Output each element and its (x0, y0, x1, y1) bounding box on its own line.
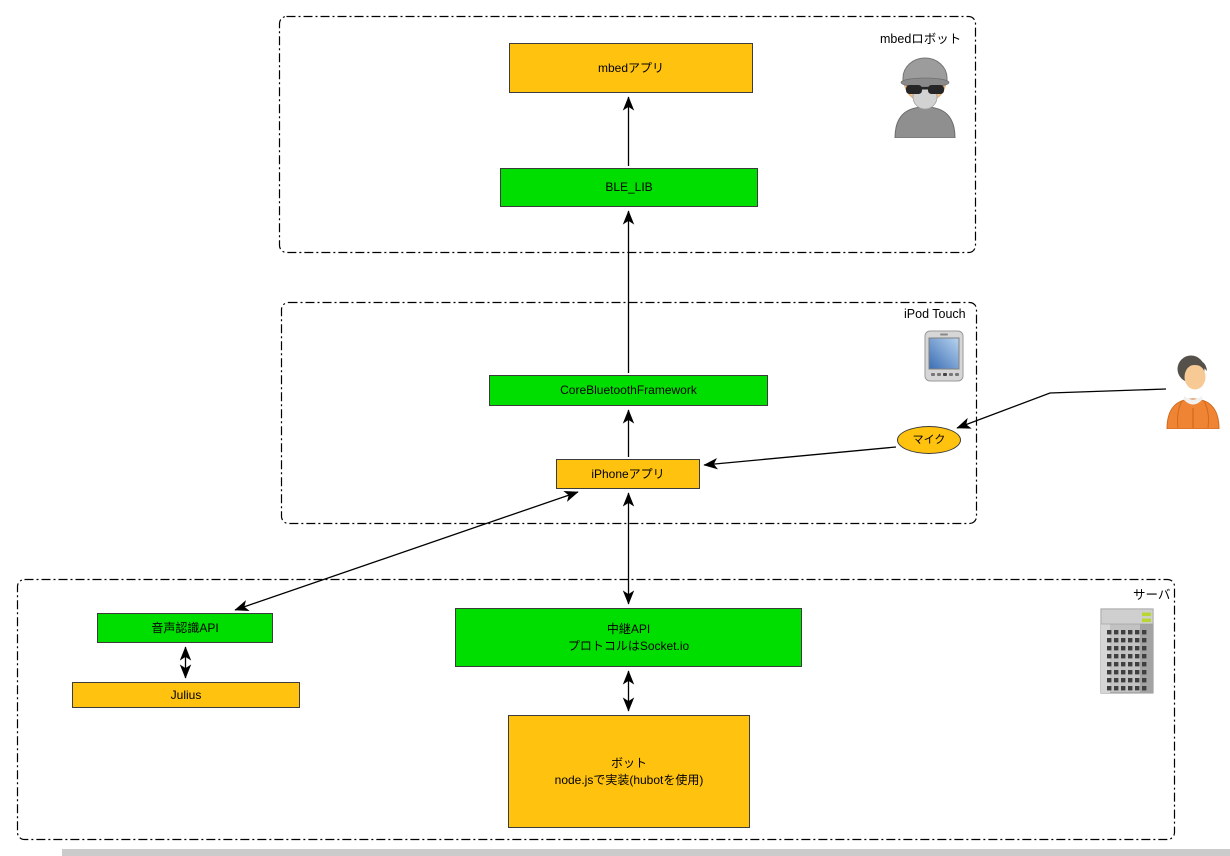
node-relay-api-label-line2: プロトコルはSocket.io (567, 638, 690, 653)
arrow-user-to-mic (956, 388, 1167, 429)
group-label-mbed-robot: mbedロボット (880, 32, 962, 46)
group-label-server: サーバ (1133, 588, 1171, 602)
node-mbed-app[interactable]: mbedアプリ (509, 43, 753, 93)
ipod-device-icon (924, 330, 964, 382)
node-speech-api-label: 音声認識API (151, 620, 219, 635)
node-relay-api-label-line1: 中継API (606, 621, 651, 636)
node-mbed-app-label: mbedアプリ (597, 60, 665, 75)
node-julius-label: Julius (170, 687, 202, 702)
node-mic-label: マイク (912, 433, 946, 446)
node-core-bluetooth-framework[interactable]: CoreBluetoothFramework (489, 375, 768, 406)
node-bot-label-line2: node.jsで実装(hubotを使用) (554, 772, 704, 787)
node-relay-api[interactable]: 中継API プロトコルはSocket.io (455, 608, 802, 667)
node-julius[interactable]: Julius (72, 682, 300, 708)
arrow-iphone-app-speech-api-bidirectional (234, 491, 579, 611)
group-box-mbed-robot (278, 15, 977, 254)
node-bot[interactable]: ボット node.jsで実装(hubotを使用) (508, 715, 750, 828)
node-ble-lib-label: BLE_LIB (605, 180, 653, 194)
node-iphone-app[interactable]: iPhoneアプリ (556, 459, 700, 489)
robot-avatar-icon (894, 57, 956, 138)
user-avatar-icon (1166, 355, 1220, 429)
node-speech-recognition-api[interactable]: 音声認識API (97, 613, 273, 643)
node-core-bluetooth-label: CoreBluetoothFramework (560, 383, 697, 397)
server-tower-icon (1100, 608, 1154, 694)
group-label-ipod-touch: iPod Touch (904, 307, 966, 321)
group-box-server (16, 578, 1176, 841)
node-iphone-app-label: iPhoneアプリ (591, 466, 665, 481)
node-mic-ellipse[interactable]: マイク (897, 426, 961, 454)
node-ble-lib[interactable]: BLE_LIB (500, 168, 758, 207)
node-bot-label-line1: ボット (610, 755, 647, 770)
arrow-mic-to-iphone-app (703, 446, 897, 470)
bottom-edge-bar (62, 849, 1230, 856)
